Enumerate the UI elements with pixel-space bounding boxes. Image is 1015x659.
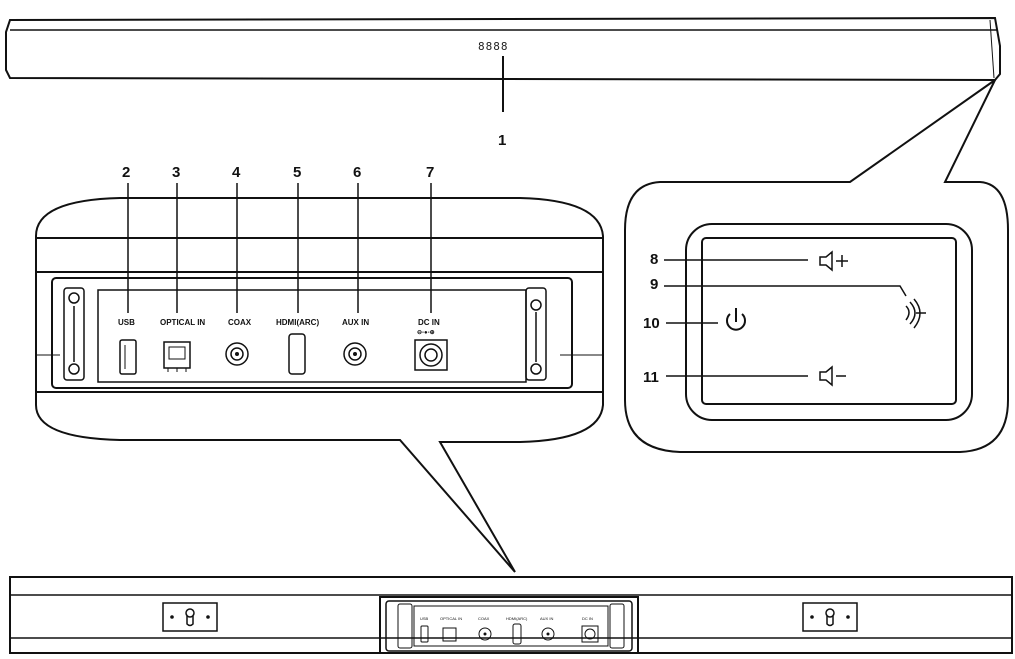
small-usb-port [420,625,429,643]
callout-11: 11 [643,369,659,386]
dc-port [414,339,448,371]
power-icon [726,308,746,331]
callout-5: 5 [293,164,301,181]
small-dc-label: DC IN [582,616,593,621]
wall-mount-left [162,602,218,632]
hdmi-port [288,333,306,375]
callout-10: 10 [643,315,660,332]
callout-7: 7 [426,164,434,181]
right-bracket [525,287,547,381]
small-aux-port [541,627,555,641]
small-dc-port [581,625,599,643]
volume-down-icon [819,365,846,387]
small-hdmi-port [512,623,522,645]
led-display: 8888 [478,40,509,53]
small-optical-label: OPTICAL IN [440,616,462,621]
button-panel-zoom: 8 9 10 11 [624,79,1009,453]
hdmi-label: HDMI(ARC) [276,318,319,327]
small-usb-label: USB [420,616,429,621]
usb-port [119,339,137,375]
bluetooth-icon [905,298,926,329]
callout-8: 8 [650,251,658,268]
dc-label: DC IN [418,318,440,327]
optical-label: OPTICAL IN [160,318,205,327]
soundbar-rear-view: USB OPTICAL IN COAX HDMI(ARC) AUX IN DC … [9,576,1013,654]
wall-mount-right [802,602,858,632]
dc-polarity-symbol: ⊖-●-⊕ [417,330,435,336]
callout-1: 1 [498,132,506,149]
soundbar-top-view: 8888 1 [5,16,1001,149]
callout-4: 4 [232,164,241,181]
rear-panel-zoom: 2 3 4 5 6 7 USB OPTICAL IN COAX HDMI(ARC… [35,164,604,573]
aux-port [343,342,367,366]
volume-up-icon [819,250,848,272]
aux-label: AUX IN [342,318,369,327]
callout-9: 9 [650,276,658,293]
small-hdmi-label: HDMI(ARC) [506,616,528,621]
small-coax-port [478,627,492,641]
usb-label: USB [118,318,135,327]
coax-label: COAX [228,318,252,327]
small-optical-port [442,627,457,642]
coax-port [225,342,249,366]
callout-3: 3 [172,164,180,181]
small-coax-label: COAX [478,616,490,621]
callout-2: 2 [122,164,130,181]
callout-6: 6 [353,164,361,181]
rear-io-panel-small: USB OPTICAL IN COAX HDMI(ARC) AUX IN DC … [379,596,639,654]
small-aux-label: AUX IN [540,616,553,621]
left-bracket [63,287,85,381]
optical-port [163,341,191,372]
